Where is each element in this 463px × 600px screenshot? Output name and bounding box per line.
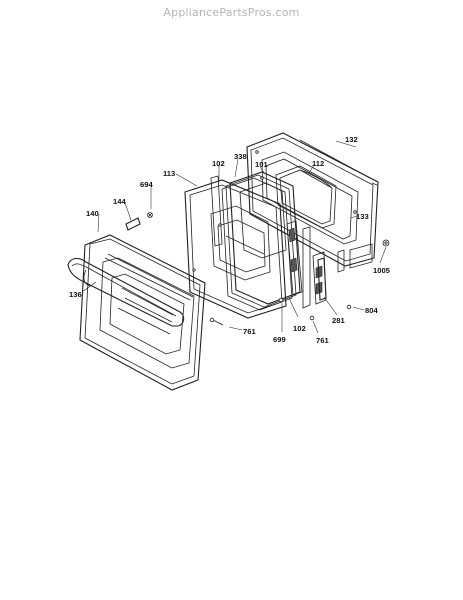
hinge-bracket (125, 217, 141, 231)
screw-804 (346, 304, 352, 310)
watermark-text: AppliancePartsPros.com (163, 6, 300, 19)
callout-761-right: 761 (316, 336, 329, 345)
callout-1005: 1005 (373, 266, 391, 275)
callout-761-left: 761 (243, 327, 256, 336)
leader-lines (81, 140, 387, 334)
callout-338: 338 (234, 152, 247, 161)
callout-132: 132 (345, 135, 358, 144)
door-hardware (125, 212, 390, 326)
screw-699 (278, 297, 284, 303)
screw-761-left (209, 317, 224, 326)
outer-door (79, 234, 206, 391)
callout-694: 694 (140, 180, 153, 189)
callout-804: 804 (365, 306, 378, 315)
callout-699: 699 (273, 335, 286, 344)
callout-labels: 132 338 102 101 113 112 694 144 133 140 … (69, 135, 391, 345)
callout-102-top: 102 (212, 159, 225, 168)
inner-door-panel (184, 179, 287, 319)
inner-glass-pack (210, 171, 311, 311)
door-back-frame (246, 132, 379, 267)
callout-144: 144 (113, 197, 126, 206)
callout-140: 140 (86, 209, 99, 218)
screw-694 (147, 212, 153, 218)
callout-133: 133 (356, 212, 369, 221)
clip-1005 (382, 239, 390, 247)
callout-281: 281 (332, 316, 345, 325)
door-gasket (275, 165, 337, 229)
callout-102-bottom: 102 (293, 324, 306, 333)
callout-113: 113 (163, 169, 175, 178)
door-handle (67, 257, 185, 327)
hinge-281 (317, 257, 327, 301)
callout-136: 136 (69, 290, 82, 299)
callout-101: 101 (255, 160, 268, 169)
hinge-channel (312, 243, 373, 305)
callout-112: 112 (312, 159, 324, 168)
screw-761-right (309, 315, 315, 321)
